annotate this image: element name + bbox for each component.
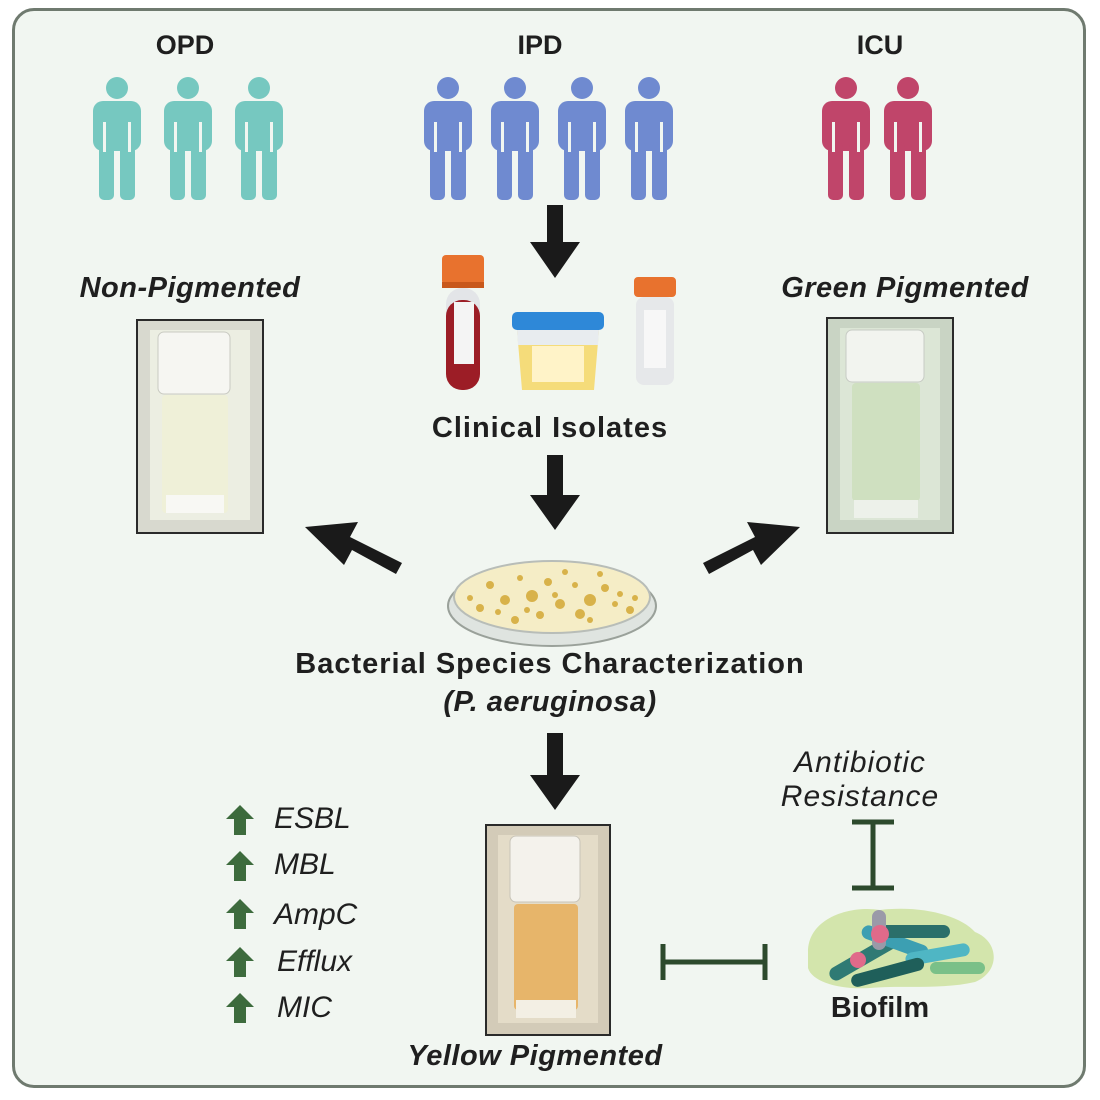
- non-pigmented-label: Non-Pigmented: [79, 272, 301, 304]
- biofilm-label: Biofilm: [830, 992, 930, 1024]
- colony-dot: [575, 609, 585, 619]
- colony-dot: [601, 584, 609, 592]
- colony-dot: [476, 604, 484, 612]
- species-name: (P. aeruginosa): [443, 686, 657, 718]
- marker-ampc: AmpC: [274, 898, 358, 931]
- marker-efflux: Efflux: [277, 945, 353, 978]
- person-icon: [625, 77, 673, 200]
- person-icon: [424, 77, 472, 200]
- yellow-pigmented-vial-icon: [485, 824, 611, 1036]
- colony-dot: [517, 575, 523, 581]
- blood-tube-icon: [442, 255, 484, 390]
- colony-dot: [626, 606, 634, 614]
- colony-dot: [562, 569, 568, 575]
- colony-dot: [486, 581, 494, 589]
- arrow-down-2-icon: [530, 455, 580, 530]
- colony-dot: [552, 592, 558, 598]
- marker-mic: MIC: [277, 991, 332, 1024]
- person-icon: [235, 77, 283, 200]
- colony-dot: [597, 571, 603, 577]
- colony-dot: [612, 601, 618, 607]
- yellow-pigmented-label: Yellow Pigmented: [407, 1040, 663, 1072]
- clinical-isolates-label: Clinical Isolates: [431, 412, 669, 444]
- colony-dot: [617, 591, 623, 597]
- colony-dot: [555, 599, 565, 609]
- colony-dot: [544, 578, 552, 586]
- antibiotic-resistance-line2: Resistance: [780, 780, 940, 813]
- person-icon: [93, 77, 141, 200]
- inhibit-bar-vertical-icon: [852, 819, 894, 891]
- biofilm-icon: [808, 908, 994, 989]
- up-arrow-icon: [226, 947, 254, 977]
- petri-dish-icon: [447, 560, 657, 647]
- up-arrow-icon: [226, 993, 254, 1023]
- person-icon: [491, 77, 539, 200]
- sample-tube-icon: [634, 277, 676, 385]
- group-label-icu: ICU: [856, 30, 904, 60]
- up-arrow-icon: [226, 851, 254, 881]
- colony-dot: [467, 595, 473, 601]
- colony-dot: [524, 607, 530, 613]
- urine-cup-icon: [512, 312, 604, 390]
- antibiotic-resistance-line1: Antibiotic: [794, 746, 926, 779]
- opd-patients-icon: [93, 77, 283, 200]
- arrow-right-up-icon: [703, 522, 800, 574]
- non-pigmented-vial-icon: [136, 319, 264, 534]
- person-icon: [558, 77, 606, 200]
- colony-dot: [495, 609, 501, 615]
- icu-patients-icon: [822, 77, 932, 200]
- colony-dot: [632, 595, 638, 601]
- colony-dot: [584, 594, 596, 606]
- colony-dot: [572, 582, 578, 588]
- up-arrow-icon: [226, 899, 254, 929]
- group-label-ipd: IPD: [517, 30, 563, 60]
- marker-esbl: ESBL: [274, 802, 351, 835]
- person-icon: [822, 77, 870, 200]
- green-pigmented-vial-icon: [826, 317, 954, 534]
- ipd-patients-icon: [424, 77, 673, 200]
- colony-dot: [526, 590, 538, 602]
- arrow-down-1-icon: [530, 205, 580, 278]
- person-icon: [164, 77, 212, 200]
- colony-dot: [511, 616, 519, 624]
- group-label-opd: OPD: [155, 30, 215, 60]
- green-pigmented-label: Green Pigmented: [781, 272, 1029, 304]
- colony-dot: [500, 595, 510, 605]
- colony-dot: [587, 617, 593, 623]
- inhibit-bar-horizontal-icon: [660, 944, 768, 980]
- person-icon: [884, 77, 932, 200]
- marker-mbl: MBL: [274, 848, 336, 881]
- up-arrow-icon: [226, 805, 254, 835]
- arrow-down-3-icon: [530, 733, 580, 810]
- characterization-title: Bacterial Species Characterization: [295, 648, 805, 680]
- arrow-left-up-icon: [305, 522, 402, 574]
- colony-dot: [536, 611, 544, 619]
